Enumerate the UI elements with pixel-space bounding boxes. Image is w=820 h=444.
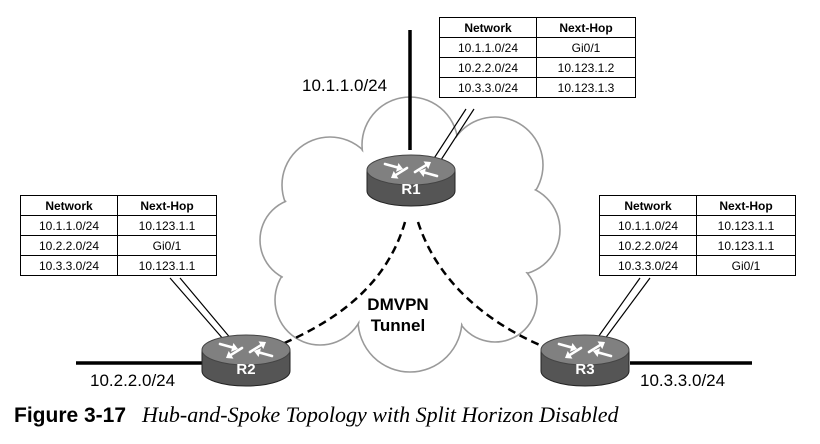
tunnel-label-line1: DMVPN — [367, 295, 429, 314]
cell-next-hop: 10.123.1.2 — [536, 57, 636, 78]
network-label-r1: 10.1.1.0/24 — [302, 76, 388, 95]
header-next-hop: Next-Hop — [696, 195, 796, 216]
cell-next-hop: 10.123.1.3 — [536, 77, 636, 98]
header-next-hop: Next-Hop — [117, 195, 217, 216]
tunnel-link-r1-r2 — [267, 221, 407, 352]
cell-network: 10.3.3.0/24 — [439, 77, 537, 98]
network-label-r3: 10.3.3.0/24 — [640, 371, 726, 390]
cell-next-hop: Gi0/1 — [536, 37, 636, 58]
cell-next-hop: 10.123.1.1 — [117, 215, 217, 236]
router-arrows-icon — [218, 341, 274, 359]
cell-network: 10.3.3.0/24 — [599, 255, 697, 276]
cell-network: 10.2.2.0/24 — [599, 235, 697, 256]
cell-next-hop: Gi0/1 — [696, 255, 796, 276]
cell-next-hop: 10.123.1.1 — [117, 255, 217, 276]
header-network: Network — [20, 195, 118, 216]
router-label: R3 — [575, 361, 594, 378]
callout-lines — [169, 108, 651, 341]
tunnel-link-r1-r3 — [416, 221, 553, 352]
router-label: R1 — [401, 181, 420, 198]
figure-caption: Figure 3-17 Hub-and-Spoke Topology with S… — [14, 402, 619, 428]
header-network: Network — [599, 195, 697, 216]
network-label-r2: 10.2.2.0/24 — [90, 371, 176, 390]
tunnel-label-line2: Tunnel — [370, 316, 426, 335]
router-label: R2 — [236, 361, 255, 378]
cell-network: 10.2.2.0/24 — [20, 235, 118, 256]
router-r2[interactable]: R2 — [201, 334, 291, 387]
cell-next-hop: 10.123.1.1 — [696, 235, 796, 256]
router-r3[interactable]: R3 — [540, 334, 630, 387]
router-arrows-icon — [383, 161, 439, 179]
cell-network: 10.1.1.0/24 — [599, 215, 697, 236]
cell-next-hop: 10.123.1.1 — [696, 215, 796, 236]
header-next-hop: Next-Hop — [536, 17, 636, 38]
figure-number: Figure 3-17 — [14, 404, 127, 427]
cell-network: 10.2.2.0/24 — [439, 57, 537, 78]
header-network: Network — [439, 17, 537, 38]
router-arrows-icon — [557, 341, 613, 359]
cell-network: 10.3.3.0/24 — [20, 255, 118, 276]
figure-title: Hub-and-Spoke Topology with Split Horizo… — [142, 402, 619, 427]
cell-network: 10.1.1.0/24 — [20, 215, 118, 236]
cell-network: 10.1.1.0/24 — [439, 37, 537, 58]
cell-next-hop: Gi0/1 — [117, 235, 217, 256]
router-r1[interactable]: R1 — [366, 154, 456, 207]
